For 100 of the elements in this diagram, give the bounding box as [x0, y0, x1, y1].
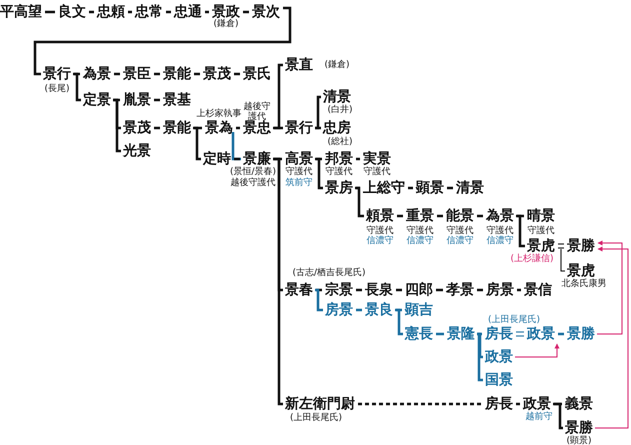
name-note: (古志/栖吉長尾氏) [292, 268, 366, 278]
person-name: 新左衛門尉 [285, 396, 355, 412]
person-name: 景隆 [447, 326, 475, 342]
person-name: 景勝 [567, 326, 595, 342]
lineage-line [45, 10, 55, 14]
person-name: 景茂 [123, 120, 151, 136]
person-name: 長泉 [365, 282, 393, 298]
lineage-line [234, 158, 240, 160]
name-note: 守護代 [286, 167, 312, 177]
lineage-line [516, 332, 524, 336]
person-name: 景勝 [567, 238, 595, 254]
person-name: 景政 [212, 4, 240, 20]
name-note: (鎌倉) [213, 19, 239, 29]
name-note: 越前守 [526, 412, 552, 422]
lineage-line [34, 6, 292, 76]
name-note: 守護代 [446, 226, 474, 236]
person-name: 清景 [456, 180, 484, 196]
person-name: 忠房 [323, 120, 351, 136]
lineage-line [356, 288, 362, 292]
person-name: 景忠 [243, 120, 271, 136]
lineage-line [205, 10, 209, 14]
lineage-line [154, 98, 160, 102]
person-name: 政景 [527, 326, 555, 342]
name-note: (上杉謙信) [510, 254, 554, 264]
lineage-line [193, 126, 201, 160]
lineage-line [356, 308, 362, 312]
lineage-line [128, 10, 132, 14]
person-name: 景基 [163, 92, 191, 108]
person-name: 房長 [485, 326, 513, 342]
person-name: 能景 [446, 208, 474, 224]
lineage-line [315, 288, 323, 312]
lineage-line [166, 10, 171, 14]
name-note: 守護代 [528, 226, 554, 236]
lineage-line [447, 186, 453, 190]
name-note: 守護代 [364, 167, 390, 177]
person-name: 上総守 [363, 180, 405, 196]
lineage-line [516, 402, 520, 406]
person-name: 義景 [565, 396, 593, 412]
person-name: 高景 [285, 151, 313, 167]
person-name: 忠頼 [97, 4, 125, 20]
lineage-line [437, 214, 443, 218]
name-note: 上杉家執事 [196, 109, 242, 119]
arrow [596, 240, 622, 334]
person-name: 憲長 [405, 326, 433, 342]
person-name: 景次 [252, 4, 280, 20]
person-name: 定時 [203, 151, 231, 167]
person-name: 景能 [163, 120, 191, 136]
person-name: 景勝 [565, 420, 593, 436]
name-note: 信濃守 [486, 236, 514, 246]
lineage-line [114, 72, 120, 76]
name-note: 越後守護代 [230, 178, 276, 188]
lineage-line [517, 288, 521, 292]
name-note: 守護代 [406, 226, 434, 236]
name-note: 信濃守 [406, 236, 434, 246]
lineage-line [358, 402, 482, 406]
lineage-line [516, 214, 525, 248]
person-name: 清景 [323, 89, 351, 105]
person-name: 景直 [285, 57, 313, 73]
lineage-line [273, 158, 283, 406]
lineage-line [89, 10, 94, 14]
person-name: 晴景 [527, 208, 555, 224]
person-name: 景房 [325, 180, 353, 196]
lineage-line [560, 248, 566, 272]
person-name: 孝景 [446, 282, 474, 298]
arrow [594, 246, 628, 428]
lineage-line [315, 96, 321, 130]
person-name: 景廉 [243, 151, 271, 167]
lineage-line [113, 98, 121, 152]
lineage-line [315, 158, 323, 190]
person-name: 実景 [363, 151, 391, 167]
person-name: 景虎 [527, 238, 555, 254]
person-name: 邦景 [325, 151, 353, 167]
lineage-line [315, 126, 321, 130]
name-note: (総社) [327, 137, 353, 147]
lineage-line [436, 288, 443, 292]
lineage-line [234, 72, 240, 76]
person-name: 景良 [365, 302, 393, 318]
lineage-line [73, 72, 81, 102]
name-note: (白井) [327, 105, 353, 115]
lineage-line [273, 126, 283, 130]
person-name: 顕景 [416, 180, 444, 196]
lineage-line [408, 186, 413, 190]
person-name: 為景 [83, 66, 111, 82]
person-name: 為景 [486, 208, 514, 224]
person-name: 景氏 [243, 66, 271, 82]
lineage-line [355, 186, 364, 218]
lineage-line [232, 132, 241, 160]
lineage-line [236, 126, 240, 130]
person-name: 景行 [285, 120, 313, 136]
name-note: (上田長尾氏) [290, 413, 342, 423]
person-name: 景為 [205, 120, 233, 136]
lineage-line [436, 332, 444, 336]
lineage-line [477, 288, 483, 292]
person-name: 忠通 [174, 4, 202, 20]
person-name: 政景 [523, 396, 551, 412]
person-name: 房景 [325, 302, 353, 318]
name-note: 北条氏康男 [562, 279, 606, 289]
lineage-line [154, 126, 160, 130]
name-note: (顕景) [566, 436, 592, 445]
person-name: 景虎 [567, 263, 595, 279]
